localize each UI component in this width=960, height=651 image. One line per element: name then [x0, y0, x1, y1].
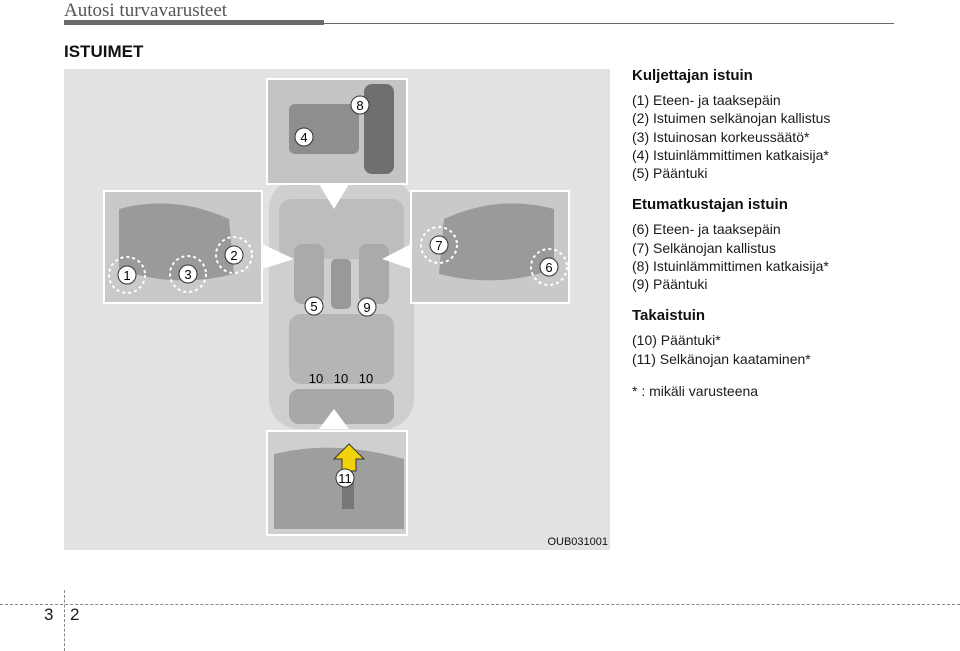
page-number: 2 [70, 605, 80, 624]
callout-10a: 10 [309, 371, 323, 386]
list-item: (2) Istuimen selkänojan kallistus [632, 110, 831, 127]
svg-text:10: 10 [309, 371, 323, 386]
driver-seat-heading: Kuljettajan istuin [632, 67, 753, 84]
list-item: (6) Eteen- ja taaksepäin [632, 221, 781, 238]
svg-text:6: 6 [545, 260, 552, 275]
svg-text:10: 10 [334, 371, 348, 386]
inset-passenger-seat [382, 190, 570, 304]
list-item: (3) Istuinosan korkeussäätö* [632, 128, 810, 145]
seat-illustration: 1 2 3 4 5 6 [64, 69, 610, 550]
footer-rule [0, 604, 960, 605]
section-title: ISTUIMET [64, 42, 144, 61]
svg-text:8: 8 [356, 98, 363, 113]
callout-11: 11 [335, 468, 355, 488]
inset-driver-seat [103, 190, 294, 304]
rear-seat-group: Takaistuin (10) Pääntuki* (11) Selkänoja… [632, 307, 952, 368]
callout-3: 3 [169, 255, 207, 293]
list-item: (11) Selkänojan kaataminen* [632, 350, 811, 367]
callout-6: 6 [530, 248, 568, 286]
passenger-seat-heading: Etumatkustajan istuin [632, 196, 788, 214]
list-item: (8) Istuinlämmittimen katkaisija* [632, 257, 829, 274]
chapter-number: 3 [44, 605, 54, 624]
list-item: (10) Pääntuki* [632, 332, 721, 349]
svg-text:11: 11 [338, 471, 352, 486]
svg-text:10: 10 [359, 371, 373, 386]
list-item: (4) Istuinlämmittimen katkaisija* [632, 146, 829, 163]
list-item: (9) Pääntuki [632, 276, 708, 293]
rear-seat-heading: Takaistuin [632, 307, 706, 325]
callout-8: 8 [350, 95, 370, 115]
header-bar [64, 20, 324, 25]
list-item: (5) Pääntuki [632, 165, 708, 182]
callout-7: 7 [420, 226, 458, 264]
figure-code: OUB031001 [547, 536, 608, 548]
callout-10b: 10 [334, 371, 348, 386]
callout-10c: 10 [359, 371, 373, 386]
callout-labels: 1 2 3 4 5 6 [108, 95, 568, 488]
seat-legend: Kuljettajan istuin (1) Eteen- ja taaksep… [632, 67, 952, 400]
svg-text:3: 3 [184, 267, 191, 282]
callout-2: 2 [215, 236, 253, 274]
svg-text:4: 4 [300, 130, 307, 145]
list-item: (7) Selkänojan kallistus [632, 239, 776, 256]
callout-4: 4 [294, 127, 314, 147]
page-header-title: Autosi turvavarusteet [64, 0, 228, 21]
svg-text:7: 7 [435, 238, 442, 253]
inset-console [266, 78, 408, 209]
car-interior [269, 179, 414, 429]
svg-text:1: 1 [123, 268, 130, 283]
svg-text:5: 5 [310, 299, 317, 314]
driver-seat-group: Kuljettajan istuin (1) Eteen- ja taaksep… [632, 67, 952, 182]
callout-5: 5 [304, 296, 324, 316]
passenger-seat-group: Etumatkustajan istuin (6) Eteen- ja taak… [632, 196, 952, 293]
callout-1: 1 [108, 256, 146, 294]
optional-note: * : mikäli varusteena [632, 382, 759, 399]
header-rule [324, 23, 894, 24]
list-item: (1) Eteen- ja taaksepäin [632, 92, 781, 109]
seat-diagram-svg: 1 2 3 4 5 6 [103, 78, 570, 536]
callout-9: 9 [357, 297, 377, 317]
inset-rear-seat [266, 409, 408, 536]
footer-divider [64, 590, 65, 651]
svg-text:2: 2 [230, 248, 237, 263]
svg-text:9: 9 [363, 300, 370, 315]
